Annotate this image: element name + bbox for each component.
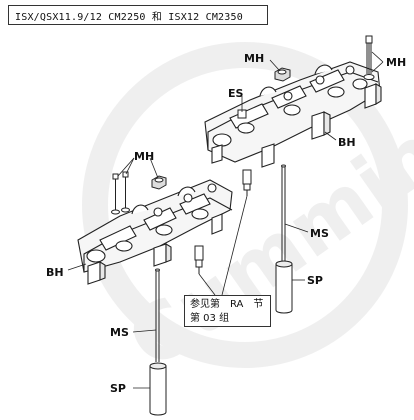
- lower-rocker-assembly: [77, 179, 233, 285]
- upper-mh-nut: [274, 67, 291, 82]
- label-es: ES: [228, 87, 244, 100]
- upper-push-tubes: [242, 164, 293, 314]
- label-ms-lower: MS: [110, 326, 129, 339]
- label-mh-upper: MH: [244, 52, 264, 65]
- leader-lines: [67, 51, 384, 389]
- upper-rocker-assembly: [204, 61, 382, 168]
- label-mh-lower: MH: [134, 150, 154, 163]
- label-sp-upper: SP: [307, 274, 323, 287]
- label-bh-lower: BH: [46, 266, 64, 279]
- part-labels: MH MH ES BH MH BH MS SP MS SP: [46, 52, 406, 395]
- label-bh-upper: BH: [338, 136, 356, 149]
- label-sp-lower: SP: [110, 382, 126, 395]
- reference-callout: 参见第 RA 节 第 03 组: [184, 295, 271, 327]
- diagram-title: ISX/QSX11.9/12 CM2250 和 ISX12 CM2350: [8, 5, 268, 25]
- reference-line-2: 第 03 组: [190, 313, 230, 324]
- upper-rocker-bolt: [363, 35, 375, 80]
- lower-mh-hardware: [111, 171, 167, 215]
- reference-line-1: 参见第 RA 节: [190, 299, 264, 310]
- label-ms-upper: MS: [310, 227, 329, 240]
- label-mh-upper-right: MH: [386, 56, 406, 69]
- lower-push-tubes: [149, 245, 204, 416]
